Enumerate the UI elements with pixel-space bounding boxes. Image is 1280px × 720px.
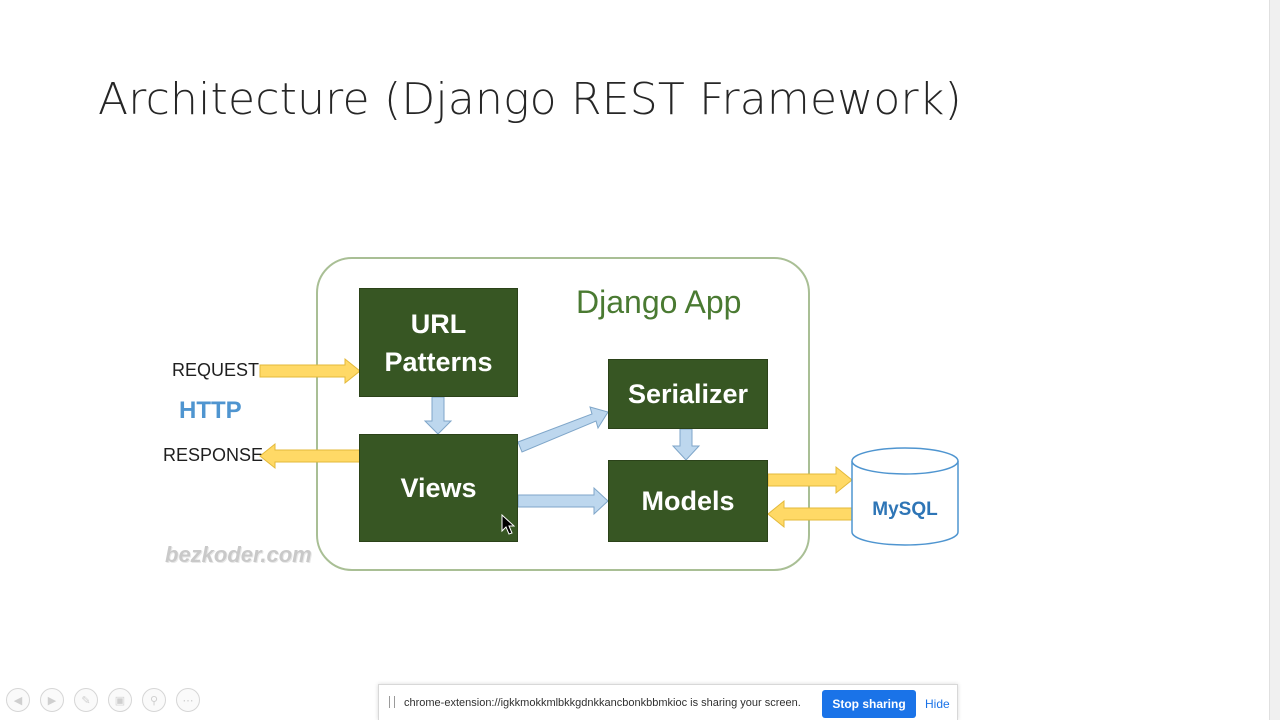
drag-handle-icon[interactable] <box>389 696 395 708</box>
zoom-icon[interactable]: ⚲ <box>142 688 166 712</box>
response-label: RESPONSE <box>163 445 264 465</box>
hide-button[interactable]: Hide <box>925 697 950 711</box>
pen-icon[interactable]: ✎ <box>74 688 98 712</box>
mysql-database-icon <box>851 447 959 546</box>
slides-icon[interactable]: ▣ <box>108 688 132 712</box>
models-label: Models <box>641 486 735 516</box>
views-to-models-arrow <box>517 486 609 516</box>
urls-to-views-arrow <box>423 396 453 435</box>
response-arrow <box>259 442 361 470</box>
serializer-to-models-arrow <box>671 428 701 461</box>
http-label: HTTP <box>179 397 242 424</box>
url-patterns-line2: Patterns <box>384 346 493 377</box>
models-box: Models <box>608 460 768 542</box>
share-message: chrome-extension://igkkmokkmlbkkgdnkkanc… <box>404 697 801 709</box>
serializer-box: Serializer <box>608 359 768 429</box>
views-label: Views <box>400 473 477 503</box>
request-arrow <box>259 357 361 385</box>
url-patterns-box: URL Patterns <box>359 288 518 397</box>
url-patterns-line1: URL <box>410 308 467 339</box>
views-box: Views <box>359 434 518 542</box>
views-to-serializer-arrow <box>517 406 609 453</box>
slide-title: Architecture (Django REST Framework) <box>98 74 962 125</box>
models-to-db-arrow <box>767 465 853 495</box>
mysql-label: MySQL <box>872 499 938 520</box>
django-app-label: Django App <box>576 284 742 320</box>
stop-sharing-button[interactable]: Stop sharing <box>822 690 916 718</box>
next-icon[interactable]: ▶ <box>40 688 64 712</box>
previous-icon[interactable]: ◀ <box>6 688 30 712</box>
watermark: bezkoder.com <box>165 542 312 567</box>
db-to-models-arrow <box>767 499 853 529</box>
serializer-label: Serializer <box>627 379 749 409</box>
vertical-scrollbar[interactable] <box>1269 0 1280 720</box>
request-label: REQUEST <box>172 360 260 380</box>
screen-share-bar: chrome-extension://igkkmokkmlbkkgdnkkanc… <box>378 684 958 720</box>
mouse-cursor-icon <box>501 514 515 535</box>
django-app-frame <box>316 257 810 571</box>
presentation-controls: ◀ ▶ ✎ ▣ ⚲ ⋯ <box>6 688 200 712</box>
more-icon[interactable]: ⋯ <box>176 688 200 712</box>
